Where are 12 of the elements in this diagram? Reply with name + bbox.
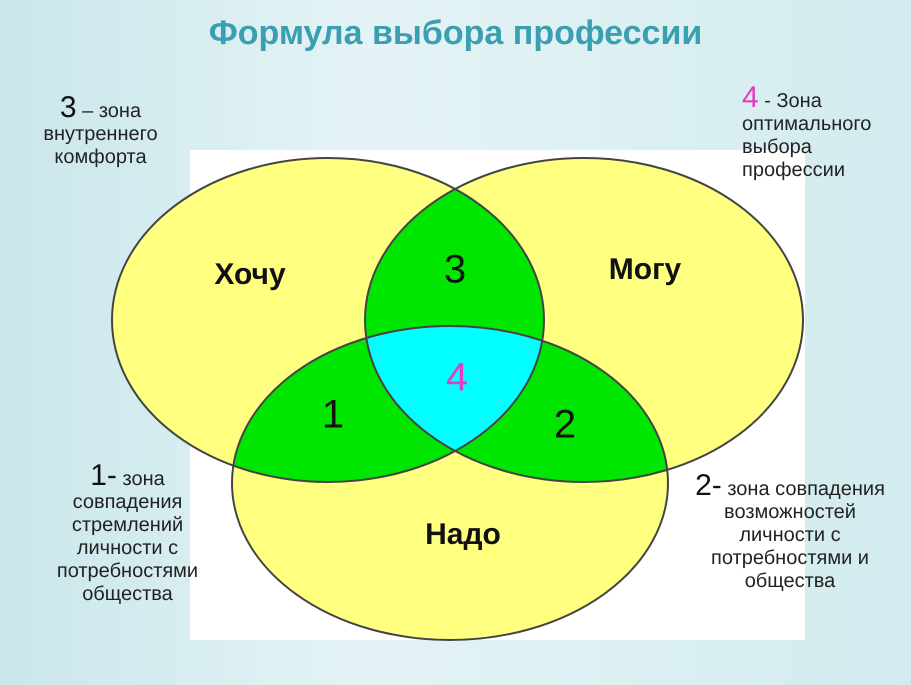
circle-label: Могу xyxy=(608,253,682,287)
zone-description: 1- зона совпадения стремлений личности с потребностями общества xyxy=(56,464,200,606)
circle-label: Надо xyxy=(425,518,501,552)
zone-number: 4 xyxy=(446,356,468,400)
zone-description: 3 – зона внутреннего комфорта xyxy=(42,96,159,169)
title: Формула выбора профессии xyxy=(208,14,704,53)
zone-number: 2 xyxy=(554,402,576,448)
zone-description: 4 - Зона оптимального выбора профессии xyxy=(742,86,872,182)
zone-number: 1 xyxy=(322,392,344,438)
circle-label: Хочу xyxy=(214,258,286,292)
zone-number: 3 xyxy=(444,248,466,292)
zone-description: 2- зона совпадения возможностей личности с потребностями и общества xyxy=(695,474,885,593)
